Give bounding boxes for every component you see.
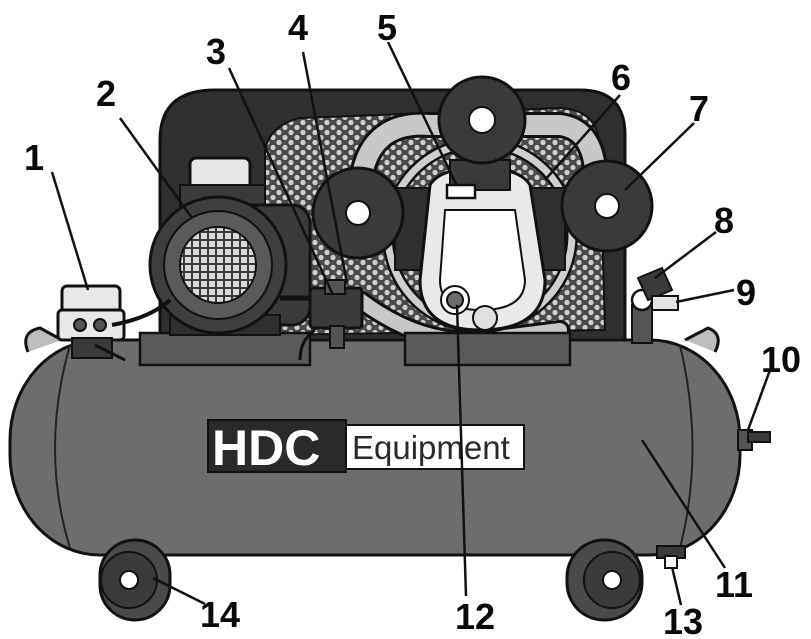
- brand-primary: HDC: [212, 420, 320, 476]
- callout-14: 14: [200, 594, 240, 635]
- cylinder-head-right: [560, 159, 654, 253]
- callout-1: 1: [24, 137, 44, 178]
- cylinder-head-left: [311, 166, 405, 260]
- safety-valve-gauge: [630, 266, 679, 344]
- callout-4: 4: [288, 7, 308, 48]
- lift-handles: [24, 326, 720, 353]
- cylinder-head-top: [437, 75, 527, 165]
- pressure-switch: [56, 284, 172, 362]
- electric-motor: [148, 156, 312, 336]
- callout-numbers: 1 2 3 4 5 6 7 8 9 10 11 12 13 14: [24, 7, 801, 639]
- callout-2: 2: [96, 73, 116, 114]
- callout-5: 5: [377, 7, 397, 48]
- callout-10: 10: [761, 339, 801, 380]
- callout-11: 11: [715, 564, 753, 605]
- brand-plate: HDC Equipment: [207, 419, 525, 476]
- callout-8: 8: [714, 200, 734, 241]
- mounting-brackets: [138, 331, 572, 367]
- callout-13: 13: [663, 601, 703, 639]
- brand-secondary: Equipment: [352, 429, 510, 466]
- drain-valve: [656, 545, 686, 569]
- compressor-pump: [382, 137, 578, 333]
- callout-7: 7: [689, 88, 709, 129]
- callout-6: 6: [611, 57, 631, 98]
- outlet-valve: [737, 429, 771, 451]
- callout-9: 9: [736, 272, 756, 313]
- callout-3: 3: [206, 31, 226, 72]
- wheel-left: [98, 538, 172, 622]
- leader-lines: [50, 41, 772, 606]
- check-valve-plate: [445, 183, 477, 200]
- callout-12: 12: [455, 596, 495, 637]
- wheel-right: [565, 538, 644, 622]
